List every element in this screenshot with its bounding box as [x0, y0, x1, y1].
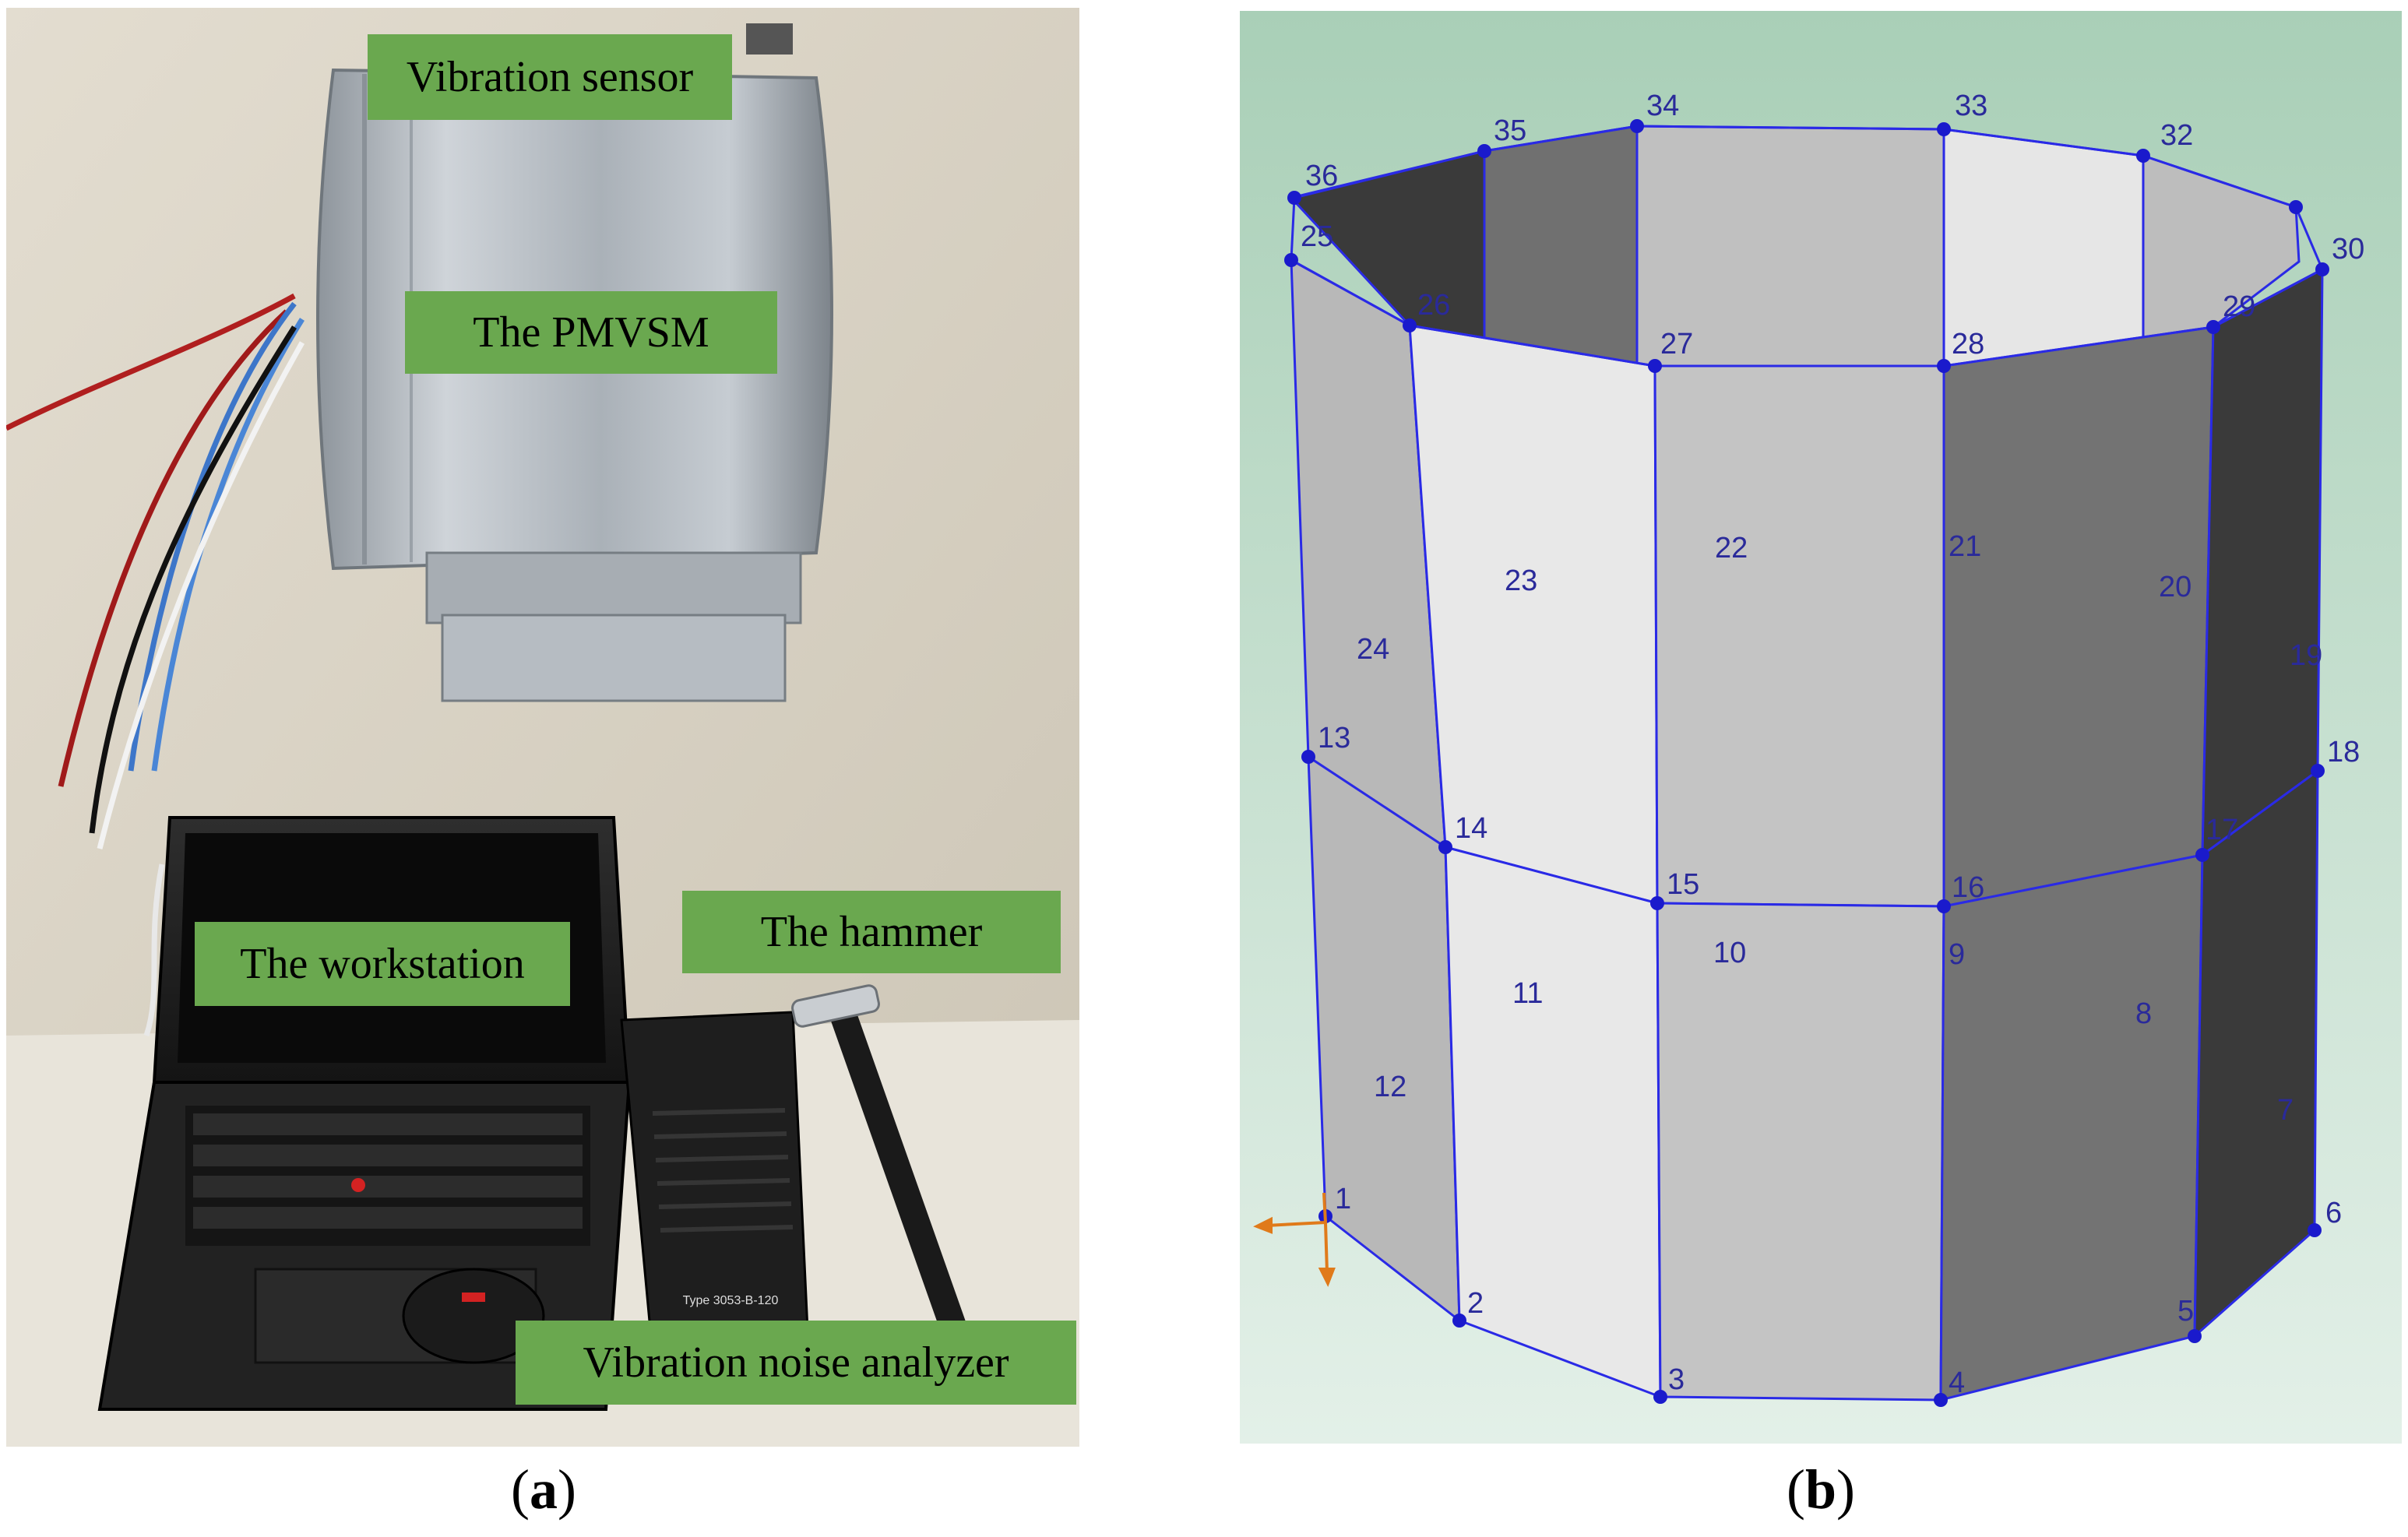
svg-text:15: 15	[1667, 868, 1699, 901]
svg-text:2: 2	[1467, 1287, 1484, 1320]
svg-text:13: 13	[1318, 722, 1350, 754]
svg-text:1: 1	[1335, 1183, 1351, 1215]
svg-text:6: 6	[2325, 1197, 2342, 1229]
impact-hammer	[791, 984, 972, 1343]
panel-a-svg: Type 3053-B-120 Vibration sensor The PMV…	[6, 8, 1079, 1447]
svg-text:The PMVSM: The PMVSM	[473, 308, 709, 357]
vibration-noise-analyzer-device: Type 3053-B-120	[620, 1011, 810, 1356]
panel-b-wireframe: 1 2 3 4 5 6 7 8 9 10 11 12 13 14 15 16 1…	[1240, 11, 2402, 1444]
device-model-label: Type 3053-B-120	[683, 1294, 779, 1307]
svg-text:7: 7	[2277, 1094, 2294, 1127]
outer-faces-upper	[1290, 258, 2324, 908]
svg-text:24: 24	[1357, 633, 1389, 666]
svg-text:11: 11	[1512, 977, 1543, 1010]
outer-faces-lower	[1307, 754, 2319, 1402]
panel-a-photo: Type 3053-B-120 Vibration sensor The PMV…	[6, 8, 1079, 1447]
svg-text:33: 33	[1955, 90, 1987, 122]
svg-text:21: 21	[1949, 530, 1981, 563]
caption-b: (b)	[1786, 1458, 1855, 1521]
svg-text:34: 34	[1646, 90, 1679, 122]
svg-text:5: 5	[2177, 1295, 2194, 1328]
svg-text:30: 30	[2332, 233, 2364, 266]
svg-text:The hammer: The hammer	[761, 908, 983, 956]
caption-a: (a)	[511, 1458, 576, 1521]
svg-text:18: 18	[2327, 736, 2360, 768]
svg-text:12: 12	[1374, 1071, 1406, 1103]
svg-text:3: 3	[1668, 1363, 1685, 1396]
cables	[6, 293, 305, 1037]
svg-text:4: 4	[1949, 1366, 1965, 1399]
panel-b-svg: 1 2 3 4 5 6 7 8 9 10 11 12 13 14 15 16 1…	[1240, 11, 2402, 1444]
svg-text:28: 28	[1952, 328, 1984, 361]
svg-text:27: 27	[1660, 328, 1693, 361]
svg-text:Vibration noise analyzer: Vibration noise analyzer	[583, 1338, 1009, 1387]
svg-text:19: 19	[2290, 639, 2322, 672]
svg-text:14: 14	[1455, 812, 1487, 845]
svg-text:26: 26	[1417, 289, 1450, 322]
label-hammer: The hammer	[682, 891, 1061, 973]
svg-text:10: 10	[1713, 937, 1746, 969]
svg-text:20: 20	[2159, 571, 2191, 603]
trackpoint-icon	[351, 1178, 365, 1192]
svg-text:23: 23	[1505, 565, 1537, 597]
svg-text:The workstation: The workstation	[240, 940, 524, 988]
label-vibration-sensor: Vibration sensor	[368, 34, 732, 120]
svg-text:36: 36	[1305, 160, 1338, 192]
svg-text:25: 25	[1301, 220, 1333, 253]
svg-text:32: 32	[2160, 119, 2193, 152]
svg-text:22: 22	[1715, 532, 1748, 565]
svg-text:29: 29	[2223, 290, 2255, 323]
svg-text:16: 16	[1952, 871, 1984, 904]
label-pmvsm: The PMVSM	[405, 291, 777, 374]
label-analyzer: Vibration noise analyzer	[516, 1321, 1076, 1405]
nodes	[1284, 119, 2329, 1407]
svg-text:8: 8	[2135, 997, 2152, 1030]
svg-text:9: 9	[1949, 938, 1965, 971]
node-labels: 1 2 3 4 5 6 7 8 9 10 11 12 13 14 15 16 1…	[1301, 90, 2364, 1399]
label-workstation: The workstation	[195, 922, 570, 1006]
mouse	[402, 1268, 545, 1364]
svg-text:35: 35	[1494, 114, 1526, 147]
svg-text:17: 17	[2206, 814, 2238, 846]
axis-triad-icon	[1253, 1192, 1336, 1287]
svg-text:Vibration sensor: Vibration sensor	[407, 53, 694, 101]
